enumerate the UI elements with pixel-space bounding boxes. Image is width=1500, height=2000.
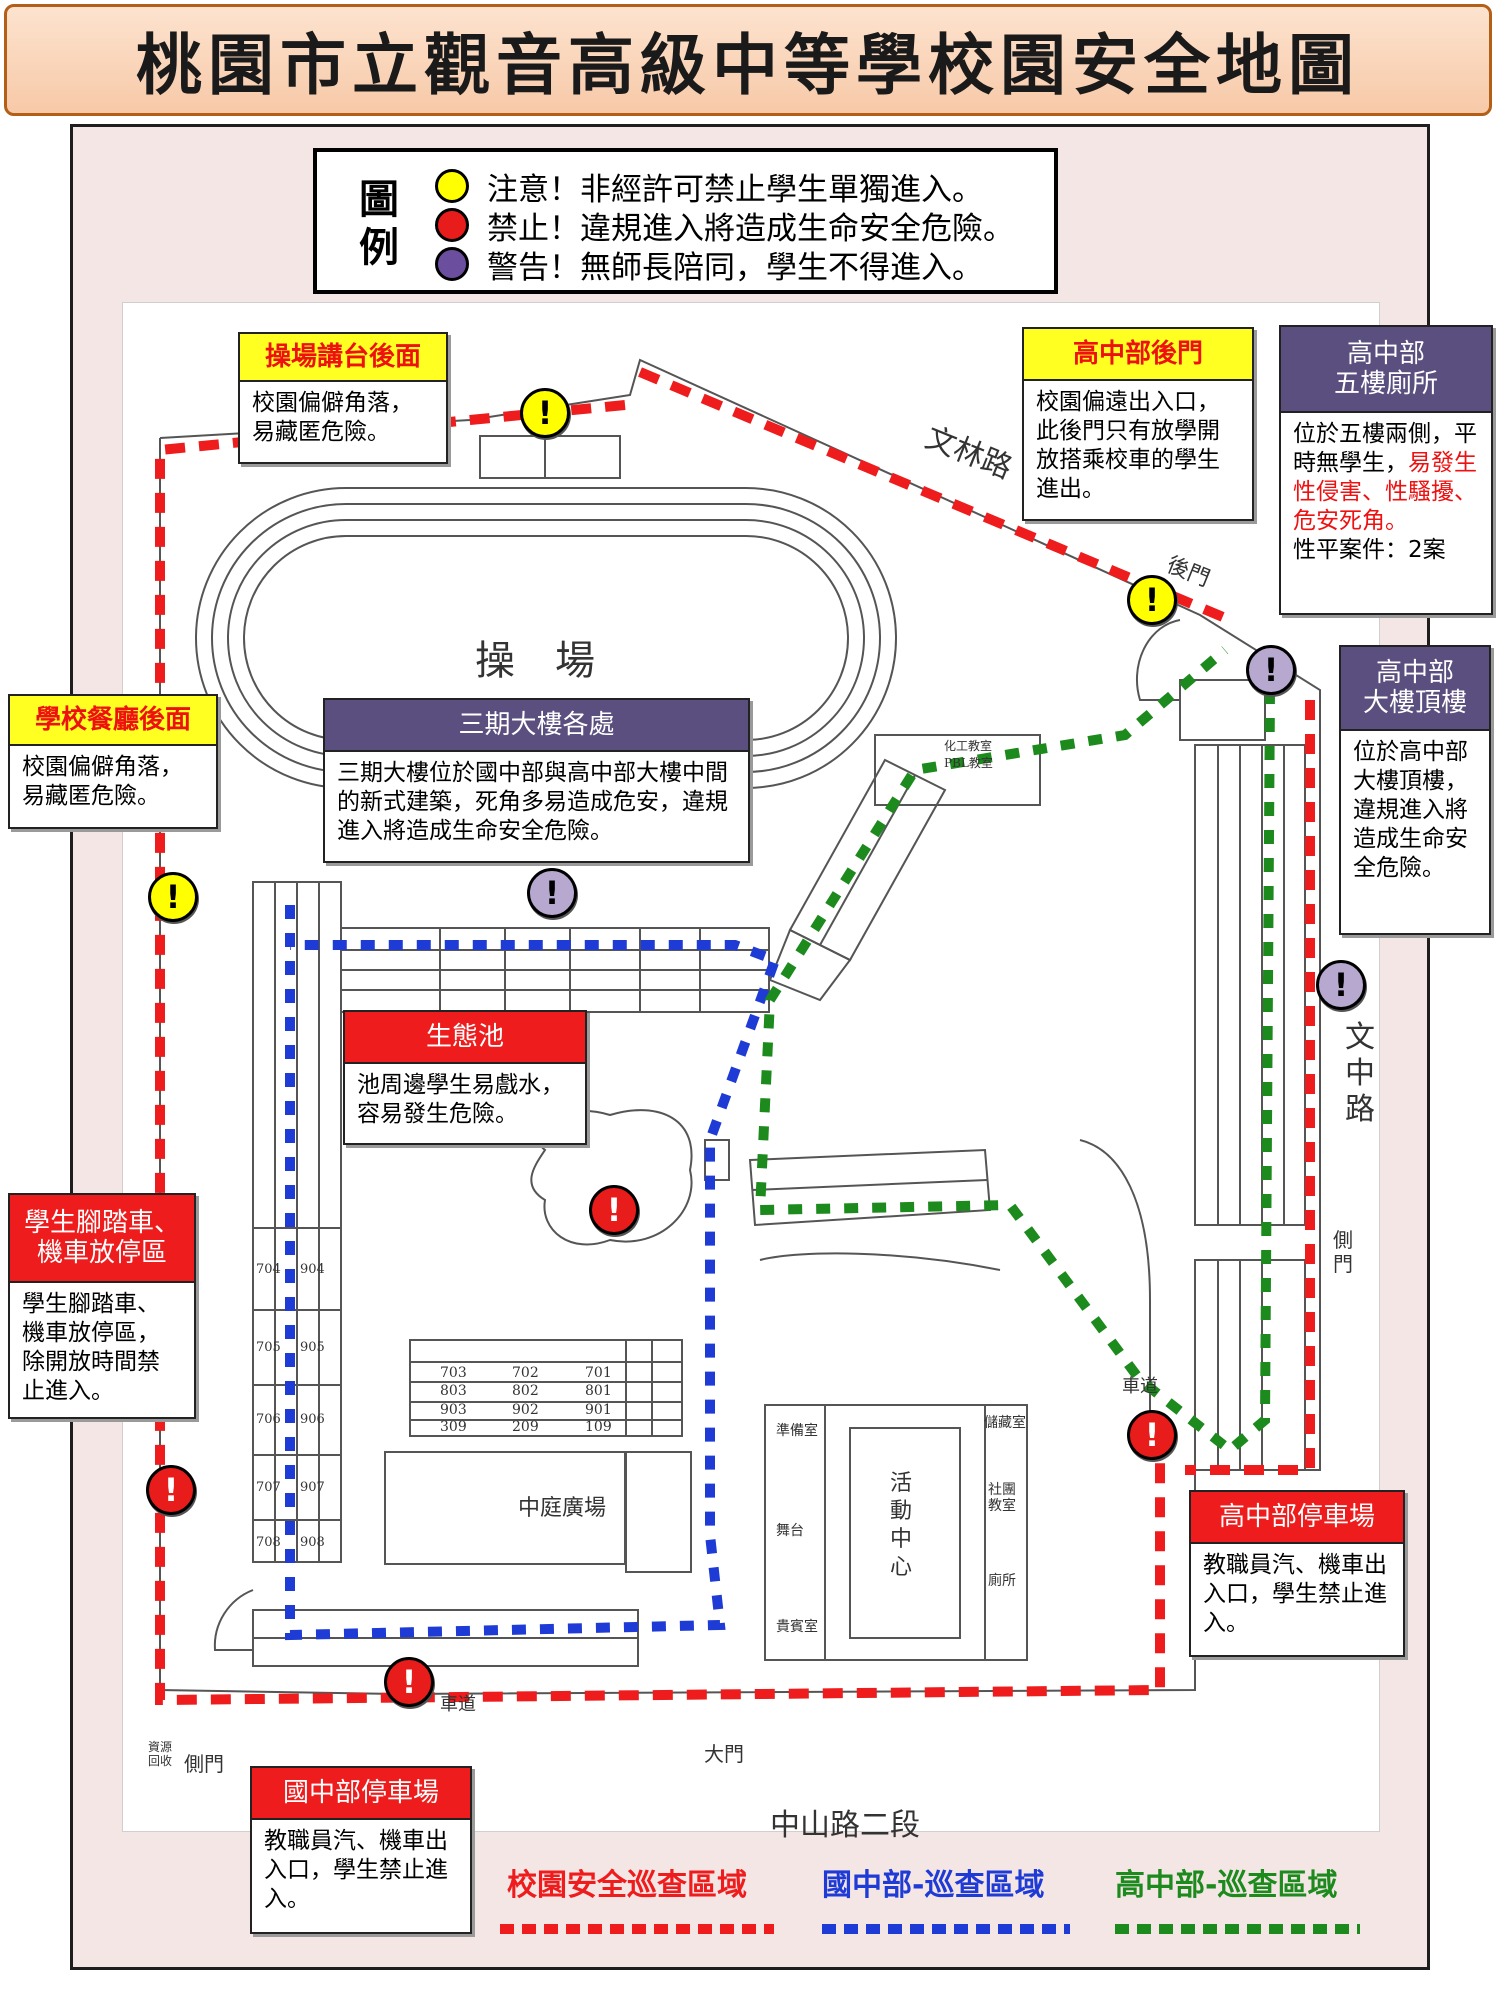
room-904: 904	[300, 1262, 325, 1277]
map-area	[122, 302, 1380, 1832]
legend-item-forbidden: 禁止！違規進入將造成生命安全危險。	[435, 205, 1014, 247]
danger-marker-pond: !	[589, 1185, 639, 1235]
warning-marker-phase3: !	[527, 868, 577, 918]
restroom-label: 廁所	[988, 1573, 1016, 1589]
caution-marker-back-gate: !	[1127, 575, 1177, 625]
hs-patrol-route	[754, 646, 1275, 1457]
callout-hs-roof: 高中部 大樓頂樓 位於高中部大樓頂樓，違規進入將造成生命安全危險。	[1339, 645, 1491, 935]
legend-item-caution: 注意！非經許可禁止學生單獨進入。	[435, 166, 983, 208]
callout-pond: 生態池 池周邊學生易戲水，容易發生危險。	[343, 1010, 587, 1145]
driveway-label-south: 車道	[440, 1694, 476, 1715]
room-701: 701	[585, 1365, 612, 1381]
callout-jh-parking: 國中部停車場 教職員汽、機車出入口，學生禁止進入。	[250, 1766, 472, 1934]
room-903: 903	[440, 1402, 467, 1418]
prep-room-label: 準備室	[776, 1423, 818, 1439]
page-title: 桃園市立觀音高級中等學校園安全地圖	[4, 4, 1492, 116]
club-room-label: 社團教室	[988, 1482, 1016, 1514]
east-side-gate-label: 側門	[1333, 1228, 1353, 1276]
callout-phase3: 三期大樓各處 三期大樓位於國中部與高中部大樓中間的新式建築，死角多易造成危安，違…	[323, 698, 750, 863]
room-704: 704	[256, 1262, 281, 1277]
recycle-label: 資源回收	[148, 1740, 173, 1768]
caution-marker-cafeteria: !	[148, 872, 198, 922]
chem-room-label: 化工教室	[944, 739, 993, 753]
storage-room-label: 儲藏室	[984, 1415, 1026, 1431]
callout-playground-stage: 操場講台後面 校園偏僻角落，易藏匿危險。	[238, 332, 448, 464]
pbl-room-label: PBL教室	[944, 756, 993, 770]
patrol-legend-campus-label: 校園安全巡查區域	[507, 1868, 747, 1903]
room-702: 702	[512, 1365, 539, 1381]
playground-label: 操 場	[475, 638, 595, 684]
callout-cafeteria: 學校餐廳後面 校園偏僻角落，易藏匿危險。	[8, 694, 218, 829]
yellow-dot-icon	[435, 169, 469, 203]
warning-marker-hs-toilet: !	[1246, 645, 1296, 695]
campus-boundary	[159, 358, 1321, 1696]
courtyard-label: 中庭廣場	[518, 1496, 607, 1521]
warning-marker-hs-roof: !	[1316, 960, 1366, 1010]
room-706: 706	[256, 1412, 281, 1427]
room-705: 705	[256, 1340, 281, 1355]
danger-marker-jh-parking: !	[384, 1657, 434, 1707]
legend-item-warning: 警告！無師長陪同，學生不得進入。	[435, 244, 983, 286]
purple-dot-icon	[435, 247, 469, 281]
room-905: 905	[300, 1340, 325, 1355]
danger-marker-hs-parking: !	[1127, 1410, 1177, 1460]
danger-marker-bike-parking: !	[146, 1465, 196, 1515]
room-801: 801	[585, 1383, 612, 1399]
callout-hs-5f-toilet: 高中部 五樓廁所 位於五樓兩側，平時無學生，易發生性侵害、性騷擾、危安死角。性平…	[1279, 325, 1493, 615]
west-side-gate-label: 側門	[184, 1752, 224, 1776]
pond-outline	[530, 1109, 693, 1246]
patrol-routes	[155, 367, 1315, 1706]
room-907: 907	[300, 1480, 325, 1495]
activity-center-building	[764, 1404, 1028, 1661]
patrol-legend-jh-label: 國中部-巡查區域	[822, 1868, 1045, 1903]
red-dot-icon	[435, 208, 469, 242]
room-707: 707	[256, 1480, 281, 1495]
stage-room-label: 舞台	[776, 1523, 804, 1539]
room-309: 309	[440, 1419, 467, 1435]
callout-bike-parking: 學生腳踏車、 機車放停區 學生腳踏車、機車放停區，除開放時間禁止進入。	[8, 1193, 196, 1419]
central-classroom-block	[409, 1339, 683, 1437]
stage-building	[479, 435, 621, 479]
driveway-label-east: 車道	[1122, 1376, 1158, 1397]
room-703: 703	[440, 1365, 467, 1381]
patrol-legend-hs-label: 高中部-巡查區域	[1115, 1868, 1338, 1903]
room-803: 803	[440, 1383, 467, 1399]
caution-marker-playground: !	[520, 388, 570, 438]
room-908: 908	[300, 1535, 325, 1550]
phase3-lower-wing	[748, 1148, 992, 1227]
room-209: 209	[512, 1419, 539, 1435]
campus-patrol-route	[155, 400, 1165, 1706]
legend-heading: 圖例	[359, 177, 399, 271]
room-802: 802	[512, 1383, 539, 1399]
zhongshan-road-label: 中山路二段	[770, 1808, 920, 1843]
hs-east-building	[1194, 744, 1306, 1226]
room-906: 906	[300, 1412, 325, 1427]
room-109: 109	[585, 1419, 612, 1435]
main-gate-label: 大門	[704, 1742, 744, 1766]
room-708: 708	[256, 1535, 281, 1550]
legend: 圖例 注意！非經許可禁止學生單獨進入。 禁止！違規進入將造成生命安全危險。 警告…	[313, 148, 1058, 294]
callout-hs-back-gate: 高中部後門 校園偏遠出入口，此後門只有放學開放搭乘校車的學生進出。	[1022, 327, 1254, 521]
activity-center-label: 活動中心	[890, 1471, 913, 1580]
room-901: 901	[585, 1402, 612, 1418]
callout-hs-parking: 高中部停車場 教職員汽、機車出入口，學生禁止進入。	[1189, 1490, 1405, 1657]
vip-room-label: 貴賓室	[776, 1619, 818, 1635]
room-902: 902	[512, 1402, 539, 1418]
wenzhong-road-label: 文中路	[1345, 1020, 1375, 1127]
